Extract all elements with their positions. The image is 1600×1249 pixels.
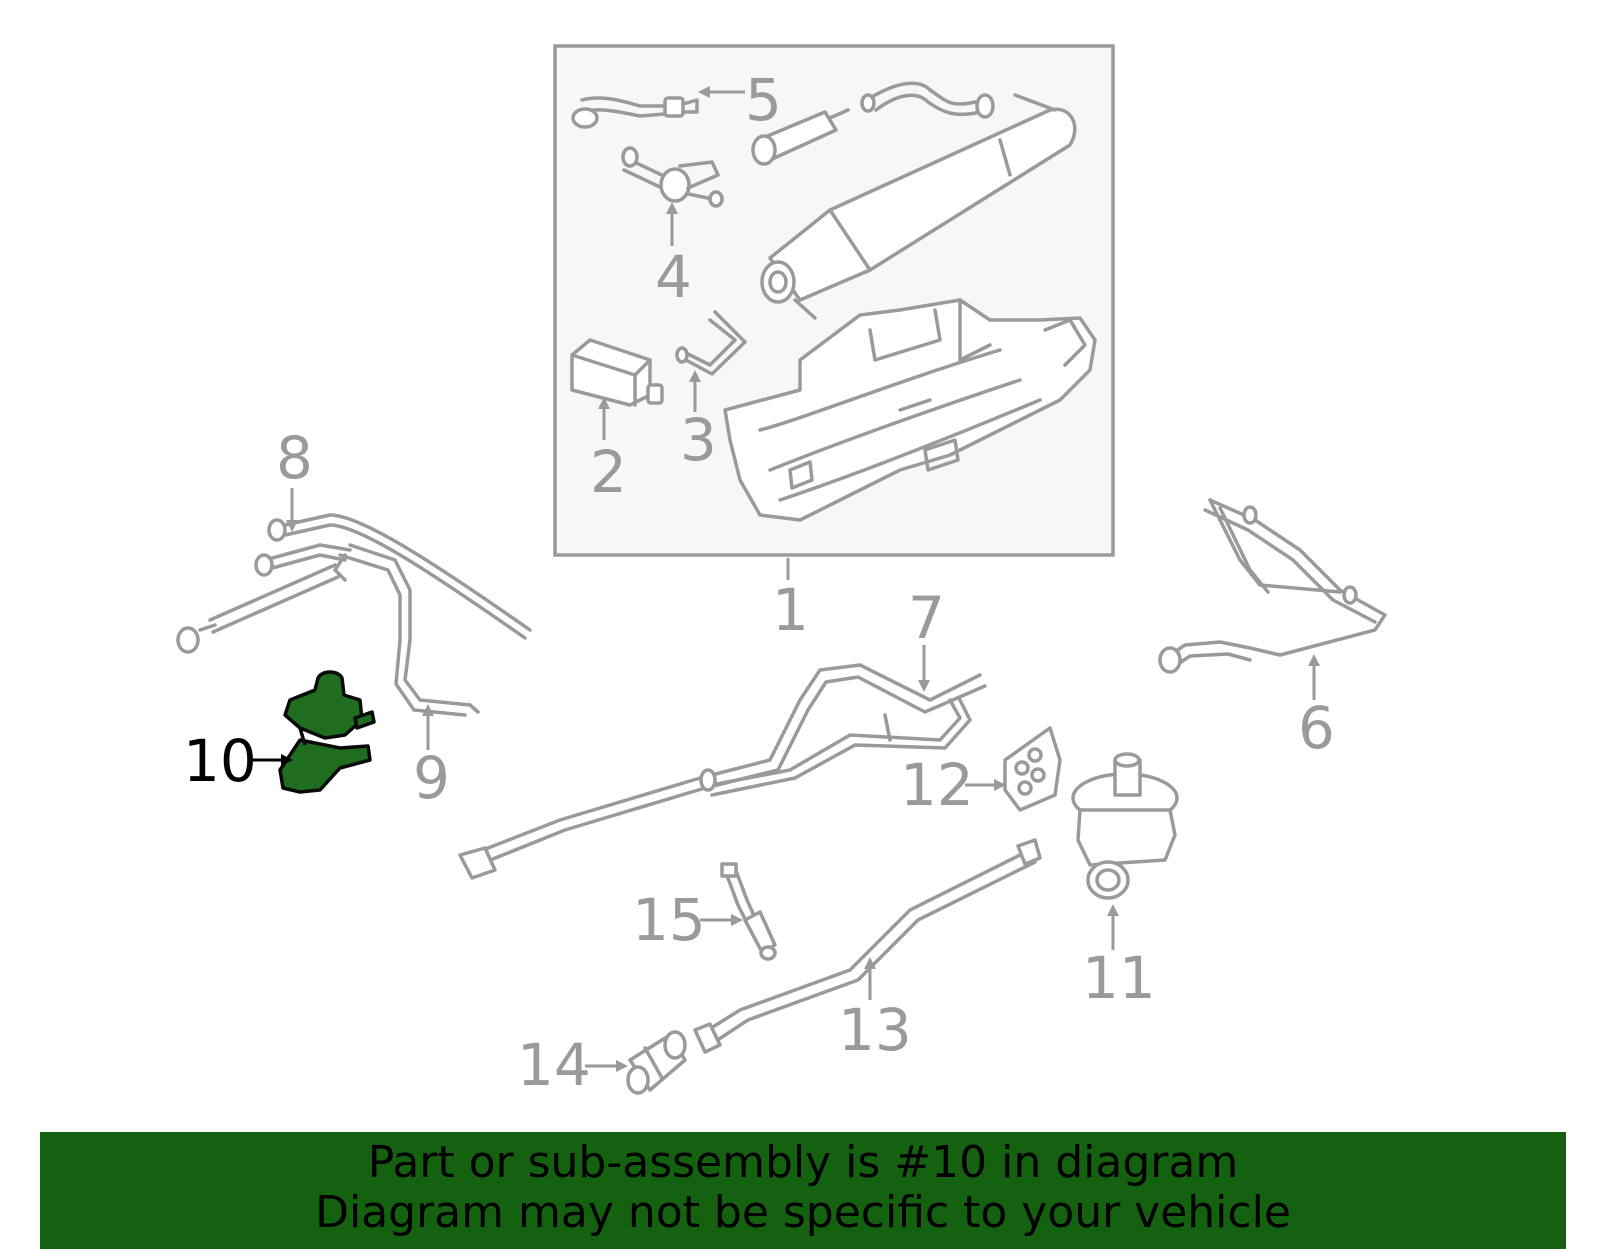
filter-tube xyxy=(751,108,850,166)
part-6-line[interactable] xyxy=(1158,498,1387,674)
part-8-lines[interactable] xyxy=(176,513,532,654)
callout-6: 6 xyxy=(1298,694,1335,762)
canister-body xyxy=(760,93,1077,320)
part-12-gasket[interactable] xyxy=(1003,726,1062,812)
callout-8: 8 xyxy=(276,424,313,492)
callout-5: 5 xyxy=(745,66,782,134)
parts-diagram: 5 4 3 2 1 8 9 10 7 6 12 11 13 14 15 xyxy=(176,44,1387,1099)
part-9-lines[interactable] xyxy=(338,543,480,717)
part-5-hose[interactable] xyxy=(571,96,699,129)
callout-9: 9 xyxy=(413,744,450,812)
callout-7: 7 xyxy=(908,584,945,652)
leader-lines xyxy=(252,86,1320,1072)
callout-12: 12 xyxy=(900,751,974,819)
callout-13: 13 xyxy=(838,996,912,1064)
part-15-sensor[interactable] xyxy=(720,862,777,961)
info-banner: Part or sub-assembly is #10 in diagram D… xyxy=(40,1132,1566,1249)
callout-14: 14 xyxy=(517,1031,591,1099)
callout-4: 4 xyxy=(655,243,692,311)
callout-10: 10 xyxy=(183,727,257,795)
callout-1: 1 xyxy=(772,576,809,644)
part-7-tube[interactable] xyxy=(458,663,987,880)
callout-3: 3 xyxy=(680,406,717,474)
callout-2: 2 xyxy=(590,438,627,506)
vent-hose xyxy=(860,81,995,119)
part-13-tube[interactable] xyxy=(693,838,1042,1054)
part-2-sensor[interactable] xyxy=(570,338,664,407)
callout-15: 15 xyxy=(632,886,706,954)
part-4-valve[interactable] xyxy=(621,146,724,208)
canister-bracket xyxy=(723,298,1097,522)
part-3-hose[interactable] xyxy=(675,310,747,376)
part-10-highlighted[interactable] xyxy=(278,670,376,794)
part-11-egr-valve[interactable] xyxy=(1071,752,1179,900)
banner-line-1: Part or sub-assembly is #10 in diagram xyxy=(367,1137,1239,1188)
part-14-fitting[interactable] xyxy=(626,1030,687,1095)
callout-11: 11 xyxy=(1082,944,1156,1012)
banner-line-2: Diagram may not be specific to your vehi… xyxy=(315,1187,1291,1238)
